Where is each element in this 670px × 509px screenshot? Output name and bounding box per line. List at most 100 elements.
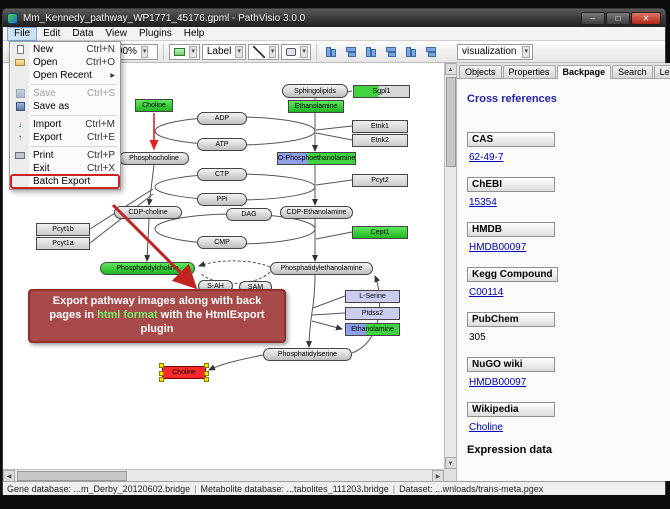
xref-link-cas[interactable]: 62-49-7: [469, 152, 504, 163]
line-tool[interactable]: ▾: [247, 43, 280, 60]
selection-handle[interactable]: [204, 363, 209, 368]
menu-item-label: Export: [33, 132, 62, 143]
pathway-node-etnk1[interactable]: Etnk1: [352, 120, 408, 133]
scroll-up-icon[interactable]: ▲: [444, 63, 457, 75]
pathway-node-choline-top[interactable]: Choline: [135, 99, 173, 112]
selection-handle[interactable]: [204, 371, 209, 376]
pathway-node-adp[interactable]: ADP: [197, 112, 247, 125]
pathway-node-o-phosphoethanolamine[interactable]: O-Phosphoethanolamine: [277, 152, 356, 165]
pathway-node-ptdss2[interactable]: Ptdss2: [345, 307, 400, 320]
scroll-right-icon[interactable]: ▶: [432, 469, 444, 482]
xref-link-chebi[interactable]: 15354: [469, 197, 497, 208]
vertical-scrollbar[interactable]: ▲ ▼: [444, 63, 457, 469]
align-top-icon: [365, 46, 377, 57]
visualization-combobox[interactable]: visualization ▾: [457, 43, 533, 60]
pathway-node-ppi[interactable]: PPi: [197, 193, 247, 206]
pathway-node-cdp-ethanolamine[interactable]: CDP-Ethanolamine: [280, 206, 353, 219]
tab-legend[interactable]: Legend: [653, 65, 670, 78]
import-icon: ↓: [18, 119, 22, 129]
align-top-button[interactable]: [362, 43, 380, 61]
align-left-button[interactable]: [322, 43, 340, 61]
tutorial-annotation: Export pathway images along with back pa…: [28, 289, 286, 343]
pathway-node-ethanolamine-right[interactable]: Ethanolamine: [345, 323, 400, 336]
chevron-down-icon: ▾: [300, 45, 308, 58]
status-dataset: Dataset: ...wnloads/trans-meta.pgex: [399, 483, 544, 494]
pathway-node-phosphocholine[interactable]: Phosphocholine: [119, 152, 189, 165]
set-width-button[interactable]: [402, 43, 420, 61]
menu-edit[interactable]: Edit: [43, 27, 61, 39]
annotation-text-after: with the HtmlExport plugin: [140, 309, 265, 335]
menu-item-import[interactable]: ↓ Import Ctrl+M: [11, 118, 119, 131]
pathway-node-sgpl1[interactable]: Sgpl1: [353, 85, 410, 98]
menu-separator: [31, 115, 117, 116]
pathway-node-phosphatidylethanolamine[interactable]: Phosphatidylethanolamine: [270, 262, 373, 275]
save-as-icon: [11, 102, 29, 111]
align-middle-button[interactable]: [382, 43, 400, 61]
menu-item-open-recent[interactable]: Open Recent ▶: [11, 69, 119, 82]
pathway-node-sphingolipids[interactable]: Sphingolipids: [282, 84, 348, 98]
pathway-node-phosphatidylcholine[interactable]: Phosphatidylcholine: [100, 262, 195, 275]
pathway-node-atp[interactable]: ATP: [197, 138, 247, 151]
status-metabolite-database: Metabolite database: ...tabolites_111203…: [200, 483, 389, 494]
selection-handle[interactable]: [159, 371, 164, 376]
horizontal-scroll-thumb[interactable]: [17, 470, 127, 481]
xref-header-kegg: Kegg Compound: [467, 267, 558, 282]
pathway-node-cdp-choline[interactable]: CDP-choline: [114, 206, 182, 219]
visualization-value: visualization: [462, 46, 517, 57]
pathway-node-choline-selected[interactable]: Choline: [159, 363, 209, 382]
menu-plugins[interactable]: Plugins: [138, 27, 172, 39]
close-button[interactable]: ✕: [631, 11, 661, 25]
tab-objects[interactable]: Objects: [459, 65, 502, 78]
pathway-node-pcyt1a[interactable]: Pcyt1a: [36, 237, 90, 250]
menu-item-new[interactable]: New Ctrl+N: [11, 43, 119, 56]
selection-handle[interactable]: [159, 377, 164, 382]
scroll-left-icon[interactable]: ◀: [3, 469, 15, 482]
pathway-canvas[interactable]: Sphingolipids Sgpl1 Choline Ethanolamine…: [3, 63, 444, 469]
xref-link-wikipedia[interactable]: Choline: [469, 422, 503, 433]
menu-item-batch-export[interactable]: Batch Export: [10, 174, 120, 189]
menu-help[interactable]: Help: [183, 27, 205, 39]
minimize-button[interactable]: –: [581, 11, 605, 25]
menu-item-label: Save as: [33, 101, 70, 112]
horizontal-scrollbar[interactable]: ◀ ▶: [3, 469, 444, 482]
pathway-node-cept1[interactable]: Cept1: [352, 226, 408, 239]
align-left-icon: [325, 46, 337, 57]
pathway-node-etnk2[interactable]: Etnk2: [352, 134, 408, 147]
menu-item-save-as[interactable]: Save as: [11, 100, 119, 113]
maximize-button[interactable]: □: [606, 11, 630, 25]
menu-view[interactable]: View: [105, 27, 127, 39]
pathway-node-phosphatidylserine[interactable]: Phosphatidylserine: [263, 348, 352, 361]
tab-backpage[interactable]: Backpage: [556, 65, 612, 79]
shape-tool[interactable]: ▾: [281, 43, 311, 60]
menu-file[interactable]: File: [7, 26, 38, 41]
chevron-down-icon: ▾: [235, 45, 243, 58]
align-center-button[interactable]: [342, 43, 360, 61]
pathway-node-pcyt2[interactable]: Pcyt2: [352, 174, 408, 187]
selection-handle[interactable]: [159, 363, 164, 368]
scroll-down-icon[interactable]: ▼: [444, 457, 457, 469]
xref-link-nugo[interactable]: HMDB00097: [469, 377, 527, 388]
pathway-node-ethanolamine-top[interactable]: Ethanolamine: [288, 100, 344, 113]
xref-link-hmdb[interactable]: HMDB00097: [469, 242, 527, 253]
xref-link-kegg[interactable]: C00114: [469, 287, 504, 298]
label-tool[interactable]: Label ▾: [201, 43, 246, 60]
menu-item-print[interactable]: Print Ctrl+P: [11, 149, 119, 162]
pathway-node-pcyt1b[interactable]: Pcyt1b: [36, 223, 90, 236]
pathway-node-ctp[interactable]: CTP: [197, 168, 247, 181]
tab-properties[interactable]: Properties: [502, 65, 556, 78]
menu-item-open[interactable]: Open Ctrl+O: [11, 56, 119, 69]
chevron-down-icon: ▾: [189, 45, 197, 58]
menu-item-export[interactable]: ↑ Export Ctrl+E: [11, 131, 119, 144]
menu-item-label: Print: [33, 150, 54, 161]
gene-product-tool[interactable]: ▾: [169, 43, 200, 60]
menu-item-exit[interactable]: Exit Ctrl+X: [11, 162, 119, 175]
tab-search[interactable]: Search: [612, 65, 653, 78]
menu-data[interactable]: Data: [72, 27, 94, 39]
pathway-node-dag[interactable]: DAG: [226, 208, 272, 221]
set-height-button[interactable]: [422, 43, 440, 61]
pathway-node-cmp[interactable]: CMP: [197, 236, 247, 249]
menu-item-save[interactable]: Save Ctrl+S: [11, 87, 119, 100]
vertical-scroll-thumb[interactable]: [445, 77, 456, 167]
pathway-node-l-serine[interactable]: L-Serine: [345, 290, 400, 303]
selection-handle[interactable]: [204, 377, 209, 382]
